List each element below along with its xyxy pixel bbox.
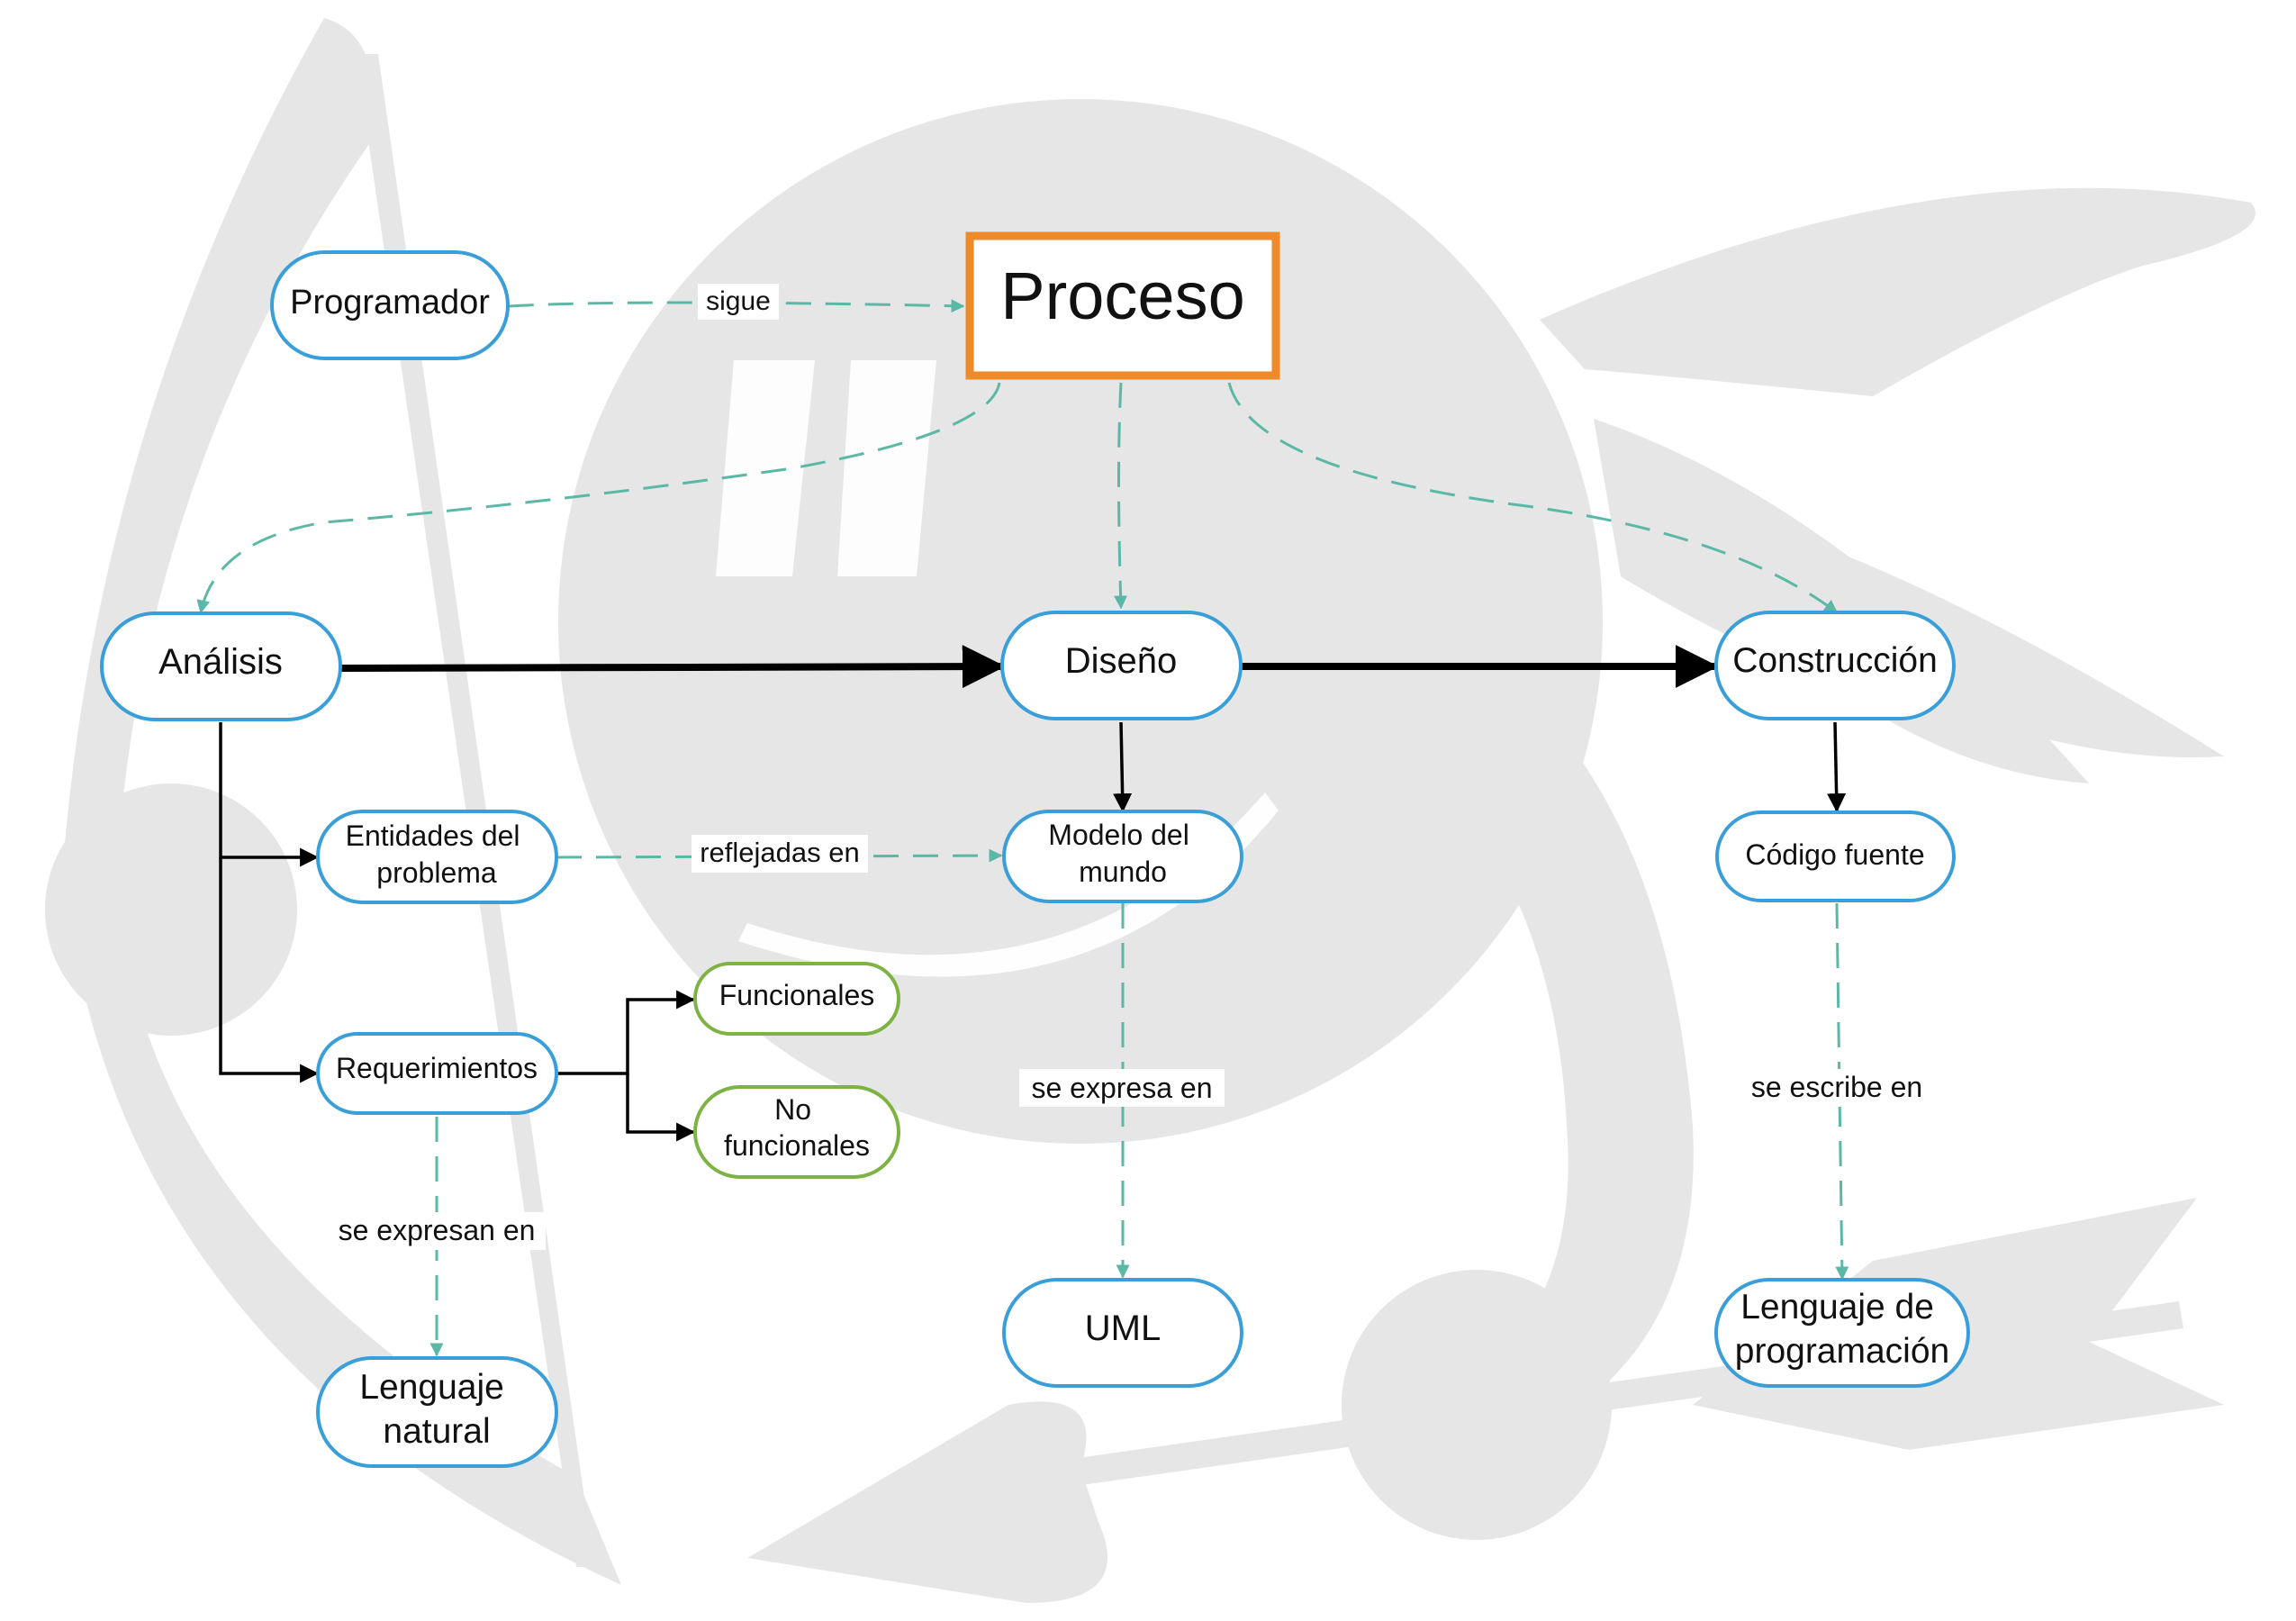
node-programador-label: Programador: [290, 284, 490, 321]
node-funcionales[interactable]: Funcionales: [693, 962, 900, 1036]
edge-codigo-lenguajeprog: [1835, 902, 1849, 1281]
node-programador[interactable]: Programador: [270, 250, 510, 360]
edge-label-se-expresa-en: se expresa en: [1019, 1069, 1225, 1107]
node-no-funcionales-line-2: funcionales: [724, 1129, 870, 1162]
node-proceso-label: Proceso: [1000, 258, 1244, 333]
node-lenguaje-natural-line-2: natural: [383, 1412, 490, 1451]
node-diseno[interactable]: Diseño: [1000, 611, 1243, 720]
edge-label-se-expresan-en: se expresan en: [328, 1212, 546, 1250]
edge-programador-proceso: [508, 299, 965, 313]
node-construccion[interactable]: Construcción: [1714, 611, 1956, 720]
node-entidades-line-2: problema: [376, 856, 497, 889]
node-lenguaje-programacion[interactable]: Lenguaje de programación: [1714, 1278, 1970, 1388]
edge-label-se-escribe-en-text: se escribe en: [1751, 1071, 1922, 1103]
node-lenguaje-programacion-label: Lenguaje de programación: [1735, 1288, 1949, 1371]
node-codigo-fuente-label: Código fuente: [1745, 838, 1924, 871]
edge-label-reflejadas-en: reflejadas en: [692, 835, 868, 873]
edge-analisis-diseno: [339, 645, 1006, 689]
node-lenguaje-natural-label: Lenguaje natural: [359, 1368, 513, 1451]
node-modelo-mundo-line-1: Modelo del: [1048, 819, 1189, 851]
node-lenguaje-programacion-line-2: programación: [1735, 1332, 1949, 1371]
edge-req-nofuncionales: [626, 1073, 696, 1142]
node-no-funcionales-label: No funcionales: [724, 1093, 870, 1162]
node-proceso[interactable]: Proceso: [965, 231, 1280, 380]
edge-proceso-construccion: [1227, 382, 1839, 614]
edge-analisis-requerimientos: [219, 857, 320, 1083]
node-uml[interactable]: UML: [1002, 1278, 1243, 1388]
node-uml-label: UML: [1085, 1309, 1161, 1348]
node-analisis-label: Análisis: [158, 642, 283, 682]
node-funcionales-label: Funcionales: [719, 979, 875, 1011]
node-analisis[interactable]: Análisis: [100, 611, 342, 721]
node-lenguaje-natural[interactable]: Lenguaje natural: [316, 1356, 558, 1468]
edge-label-se-expresan-en-text: se expresan en: [339, 1214, 536, 1246]
node-diseno-label: Diseño: [1065, 641, 1178, 681]
node-no-funcionales-line-1: No: [774, 1093, 811, 1126]
node-modelo-mundo-line-2: mundo: [1079, 856, 1167, 888]
edge-label-sigue-text: sigue: [706, 286, 771, 316]
node-no-funcionales[interactable]: No funcionales: [693, 1085, 900, 1179]
edge-proceso-diseno: [1114, 382, 1128, 610]
edge-label-reflejadas-en-text: reflejadas en: [700, 837, 860, 868]
edge-label-se-expresa-en-text: se expresa en: [1031, 1072, 1212, 1104]
node-modelo-mundo[interactable]: Modelo del mundo: [1002, 810, 1243, 903]
edge-labels: sigue reflejadas en se expresa en se exp…: [328, 284, 1930, 1250]
edge-label-sigue: sigue: [698, 284, 779, 320]
node-modelo-mundo-label: Modelo del mundo: [1048, 819, 1197, 888]
edge-req-funcionales: [556, 990, 696, 1075]
edge-proceso-analisis: [196, 382, 1001, 614]
node-construccion-label: Construcción: [1732, 641, 1938, 680]
edge-diseno-modelo: [1113, 721, 1133, 813]
node-entidades-problema[interactable]: Entidades del problema: [316, 810, 558, 904]
node-requerimientos-label: Requerimientos: [336, 1052, 538, 1084]
node-entidades-line-1: Entidades del: [346, 820, 520, 852]
nodes: Proceso Programador Análisis Diseño Cons…: [100, 231, 1970, 1468]
edge-construccion-codigo: [1827, 721, 1847, 813]
node-lenguaje-natural-line-1: Lenguaje: [359, 1368, 504, 1407]
node-lenguaje-programacion-line-1: Lenguaje de: [1740, 1288, 1934, 1327]
node-entidades-problema-label: Entidades del problema: [346, 820, 529, 889]
node-codigo-fuente[interactable]: Código fuente: [1715, 810, 1956, 902]
edge-label-se-escribe-en: se escribe en: [1738, 1069, 1930, 1107]
node-requerimientos[interactable]: Requerimientos: [316, 1032, 558, 1115]
